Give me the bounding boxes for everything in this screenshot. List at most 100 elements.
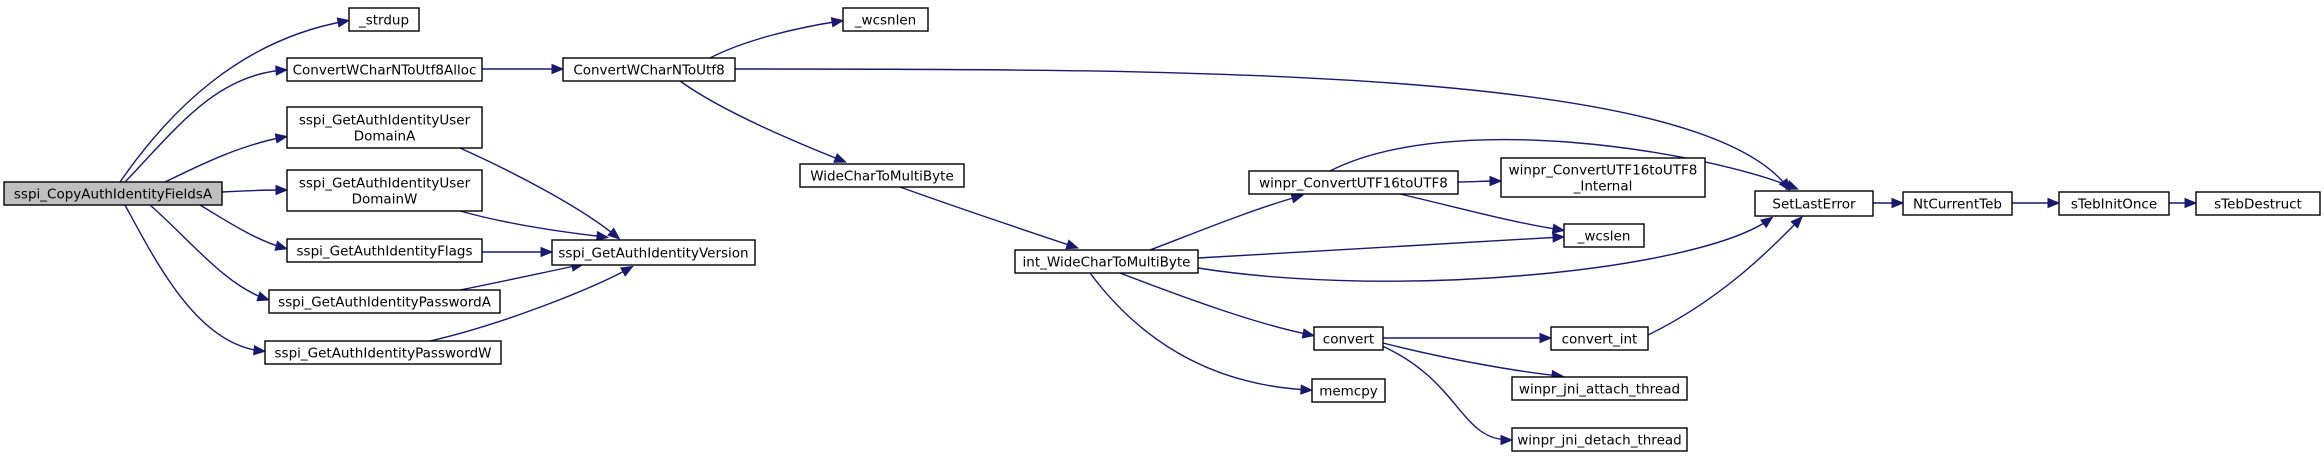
node-wcslen[interactable]: _wcslen	[1563, 223, 1645, 248]
arrowhead	[620, 265, 634, 277]
node-label: DomainW	[352, 192, 418, 208]
edge-line	[1197, 218, 1771, 282]
node-box	[2058, 191, 2170, 216]
edge-line	[1149, 195, 1301, 251]
node-pwW[interactable]: sspi_GetAuthIdentityPasswordW	[264, 340, 502, 365]
node-convint[interactable]: convert_int	[1550, 326, 1649, 351]
node-box	[562, 57, 736, 82]
arrowhead	[830, 17, 845, 28]
node-wcsnlen[interactable]: _wcsnlen	[842, 7, 929, 32]
node-box	[1902, 191, 2013, 216]
edge-root-to-pwW	[124, 204, 267, 356]
node-root[interactable]: sspi_CopyAuthIdentityFieldsA	[3, 181, 223, 206]
node-tinit[interactable]: sTebInitOnce	[2058, 191, 2170, 216]
node-label: DomainA	[354, 129, 416, 145]
node-label: sspi_CopyAuthIdentityFieldsA	[14, 187, 213, 203]
node-label: sTebDestruct	[2214, 197, 2302, 213]
edge-line	[149, 204, 267, 300]
node-box	[1754, 190, 1874, 217]
edge-udW-to-version	[459, 210, 610, 242]
node-detach[interactable]: winpr_jni_detach_thread	[1511, 427, 1688, 452]
edge-pwW-to-version	[429, 265, 634, 342]
node-box	[264, 340, 502, 365]
node-label: sspi_GetAuthIdentityPasswordW	[275, 346, 492, 362]
edge-root-to-pwA	[149, 204, 271, 302]
node-memcpy[interactable]: memcpy	[1311, 378, 1386, 403]
edge-line	[1197, 236, 1562, 259]
edge-cutf-to-cutfi	[1457, 175, 1503, 187]
node-label: sspi_GetAuthIdentityUser	[299, 113, 471, 129]
node-sle[interactable]: SetLastError	[1754, 190, 1874, 217]
arrowhead	[1500, 434, 1514, 446]
edges-layer	[119, 17, 2198, 446]
node-label: winpr_jni_attach_thread	[1519, 382, 1680, 398]
edge-line	[679, 80, 844, 162]
arrowhead	[2184, 197, 2198, 209]
node-conv[interactable]: ConvertWCharNToUtf8	[562, 57, 736, 82]
arrowhead	[1891, 197, 1905, 209]
edge-convert-to-detach	[1379, 344, 1514, 446]
edge-line	[1089, 272, 1310, 391]
arrowhead	[1489, 175, 1503, 187]
node-label: ConvertWCharNToUtf8	[573, 63, 724, 79]
node-label: _strdup	[358, 13, 409, 29]
edge-ntc-to-tinit	[2012, 197, 2061, 209]
edge-intwc-to-wcslen	[1197, 232, 1566, 259]
arrowhead	[274, 133, 289, 144]
node-version[interactable]: sspi_GetAuthIdentityVersion	[551, 239, 756, 266]
node-alloc[interactable]: ConvertWCharNToUtf8Alloc	[286, 57, 483, 82]
edge-intwc-to-cutf	[1149, 193, 1305, 251]
edge-line	[709, 20, 841, 59]
nodes-layer: sspi_CopyAuthIdentityFieldsA _strdupConve…	[3, 7, 2321, 452]
node-attach[interactable]: winpr_jni_attach_thread	[1511, 376, 1688, 401]
edge-line	[1382, 342, 1561, 377]
node-box	[1511, 376, 1688, 401]
edge-line	[734, 68, 1789, 189]
edge-convint-to-sle	[1647, 215, 1804, 336]
node-label: winpr_jni_detach_thread	[1517, 433, 1681, 449]
edge-line	[429, 267, 631, 342]
node-label: winpr_ConvertUTF16toUTF8	[1259, 176, 1448, 192]
node-convert[interactable]: convert	[1313, 326, 1384, 351]
edge-pwA-to-version	[459, 261, 585, 291]
edge-line	[459, 147, 618, 238]
edge-line	[1379, 344, 1510, 441]
node-tdest[interactable]: sTebDestruct	[2195, 191, 2321, 216]
node-box	[1500, 157, 1706, 198]
arrowhead	[1790, 215, 1804, 229]
node-flags[interactable]: sspi_GetAuthIdentityFlags	[286, 238, 483, 263]
node-label: convert	[1323, 332, 1374, 348]
node-label: sspi_GetAuthIdentityPasswordA	[278, 295, 492, 311]
arrowhead	[1539, 332, 1553, 344]
edge-conv-to-wc2mb	[679, 80, 848, 163]
edge-wc2mb-to-intwc	[899, 186, 1080, 250]
edge-udA-to-version	[459, 147, 621, 240]
node-cutf[interactable]: winpr_ConvertUTF16toUTF8	[1248, 170, 1459, 195]
arrowhead	[274, 240, 289, 251]
edge-tinit-to-tdest	[2169, 197, 2198, 209]
arrowhead	[1785, 179, 1800, 190]
edge-line	[221, 189, 285, 193]
arrowhead	[1551, 223, 1566, 234]
edge-line	[124, 69, 285, 183]
node-strdup[interactable]: _strdup	[348, 7, 420, 32]
node-box	[286, 238, 483, 263]
node-intwc[interactable]: int_WideCharToMultiByte	[1014, 249, 1199, 274]
node-box	[1550, 326, 1649, 351]
node-wc2mb[interactable]: WideCharToMultiByte	[799, 163, 965, 188]
node-box	[286, 57, 483, 82]
edge-intwc-to-convert	[1119, 272, 1316, 339]
node-pwA[interactable]: sspi_GetAuthIdentityPasswordA	[268, 289, 501, 314]
edge-cutf-to-sle	[1329, 138, 1800, 190]
node-ntc[interactable]: NtCurrentTeb	[1902, 191, 2013, 216]
arrowhead	[336, 17, 351, 28]
edge-cutf-to-wcslen	[1399, 193, 1566, 234]
node-cutfi[interactable]: winpr_ConvertUTF16toUTF8_Internal	[1500, 157, 1706, 198]
node-label: sspi_GetAuthIdentityUser	[299, 176, 471, 192]
arrowhead	[1290, 193, 1305, 204]
edge-root-to-strdup	[119, 17, 351, 183]
arrowhead	[2047, 197, 2061, 209]
